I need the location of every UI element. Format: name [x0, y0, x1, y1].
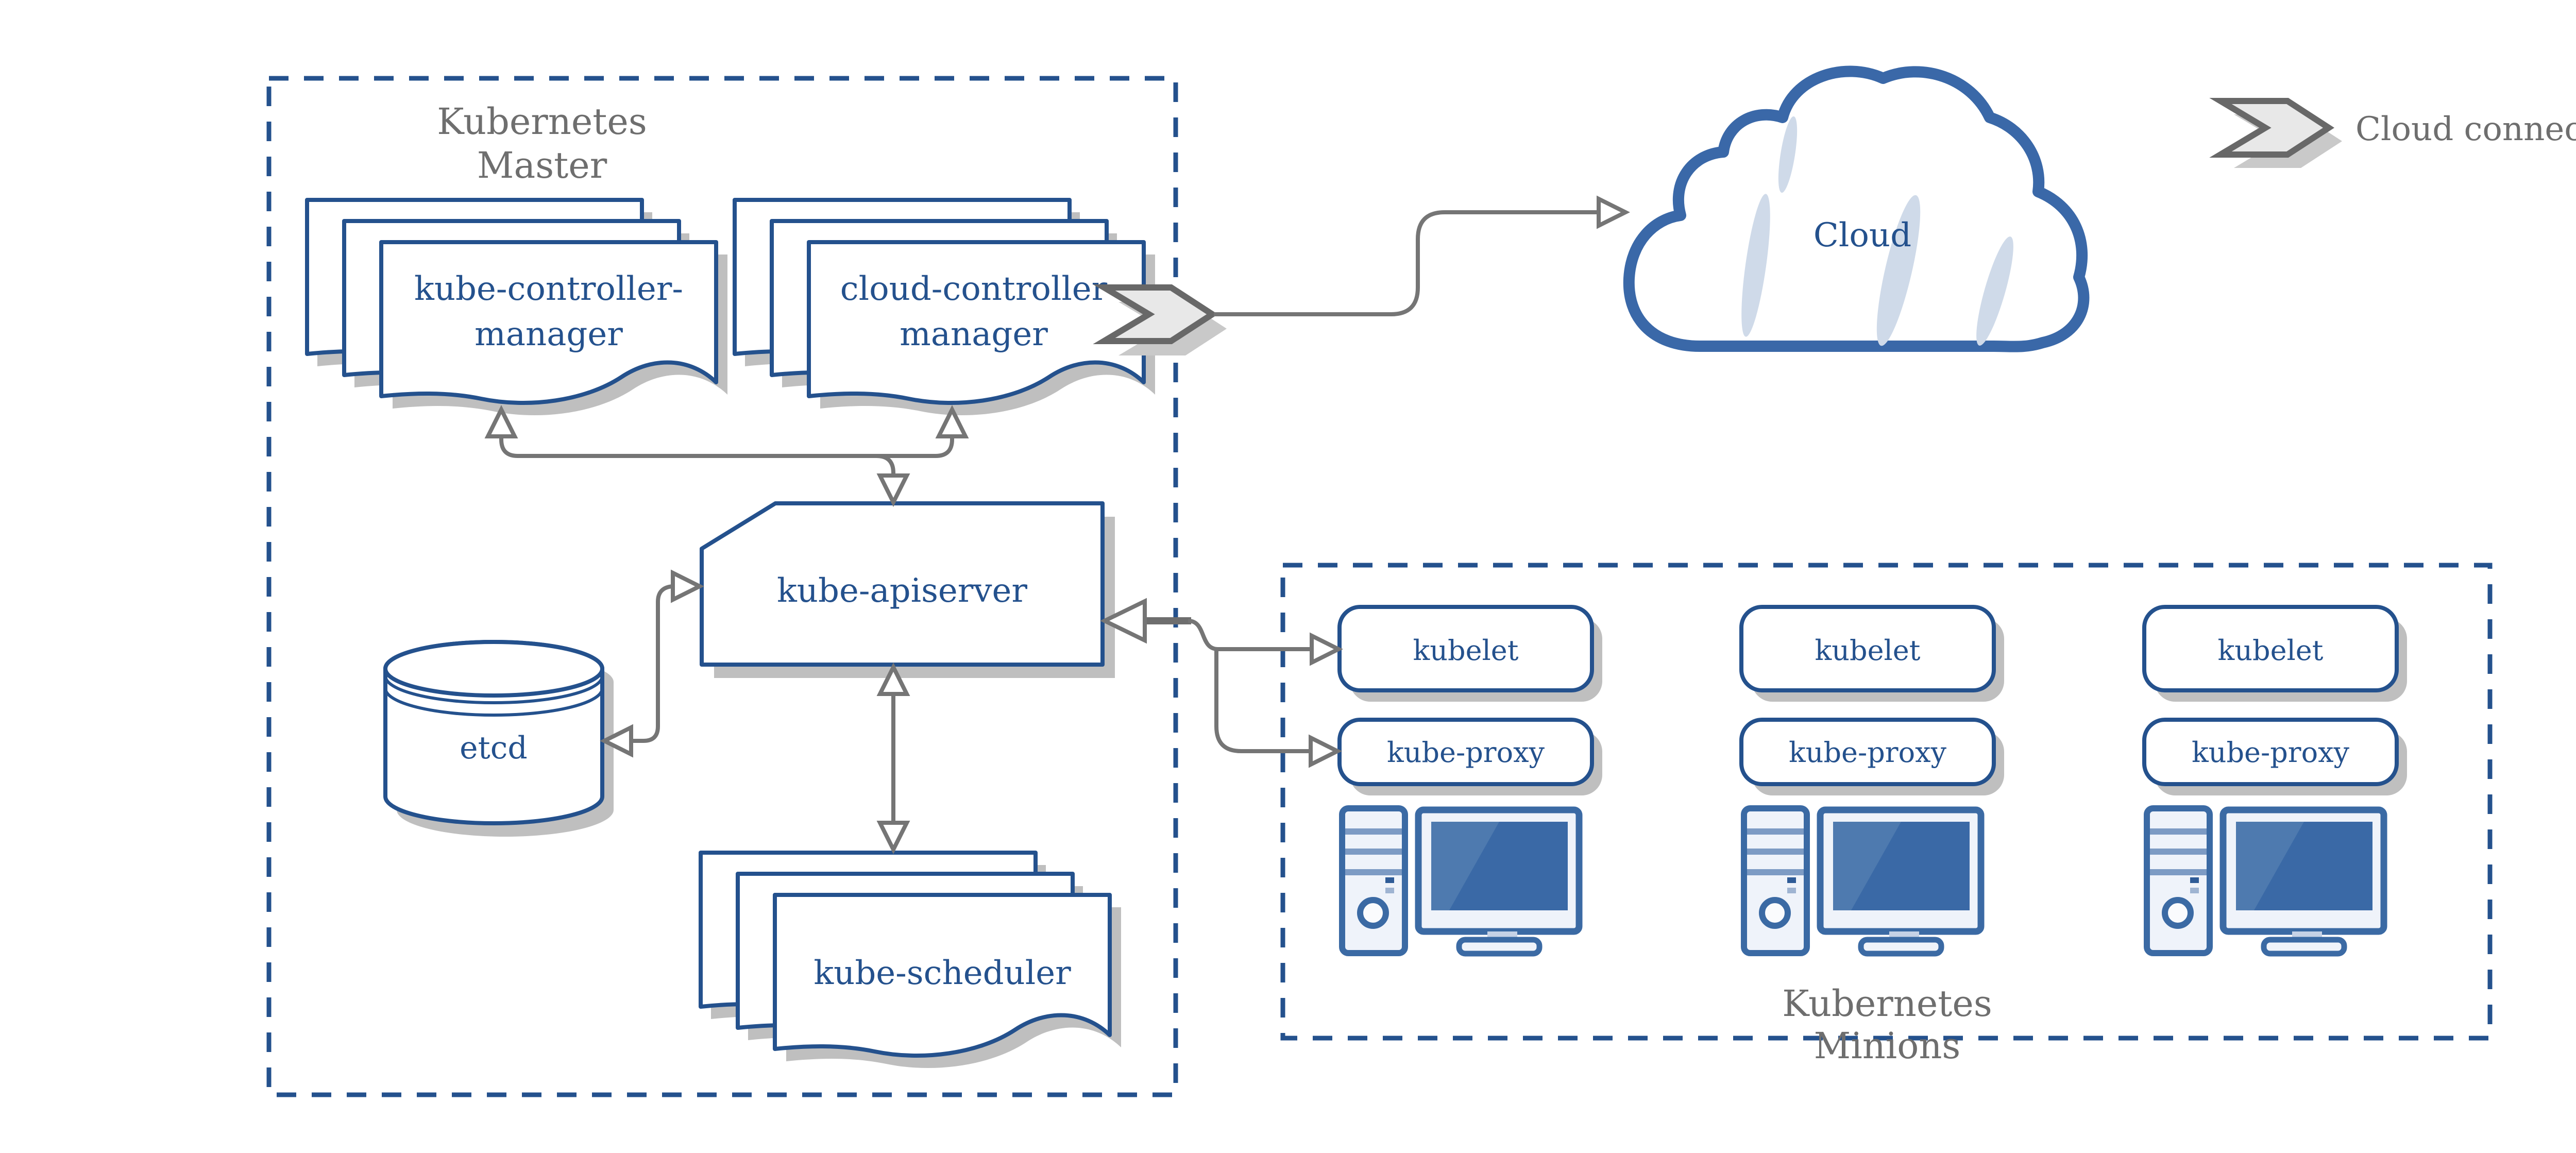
cloud-slash-1 [1778, 116, 1798, 193]
arrow-apiserver-to-minions [1105, 601, 1338, 765]
cylinder-rim-1 [384, 675, 604, 704]
arrow-apiserver-to-controller-managers [488, 410, 965, 502]
cloud-shape: Cloud [1623, 65, 2090, 352]
cloud-slash-3 [1876, 195, 1921, 346]
kubernetes-minions-boundary [1280, 563, 2493, 1041]
arrowhead-right-icon [1312, 636, 1338, 663]
monitor-base [1456, 937, 1543, 957]
tower-stripe [1345, 849, 1402, 855]
cylinder-rim-2 [384, 688, 604, 717]
kubernetes-minions-label-line2: Minions [1814, 1025, 1961, 1067]
computer-icon [1744, 808, 1981, 954]
computer-icon [2147, 808, 2384, 954]
kubernetes-master-label-line1: Kubernetes [437, 100, 647, 143]
kube-apiserver-label: kube-apiserver [777, 572, 1027, 610]
tower-chip [1385, 877, 1394, 883]
kube-proxy-label: kube-proxy [1387, 736, 1545, 769]
arrowhead-down-icon [880, 476, 907, 502]
kubelet-label: kubelet [1815, 634, 1921, 667]
computer-icon [1339, 805, 1583, 957]
kubernetes-minions-label-line1: Kubernetes [1782, 982, 1992, 1025]
cylinder-top [383, 640, 604, 698]
kubernetes-master-boundary [266, 76, 1178, 1097]
cloud-slash-2 [1741, 194, 1770, 337]
minion-node-3: kubelet kube-proxy [2142, 605, 2407, 795]
etcd-label: etcd [460, 730, 528, 766]
kube-controller-manager-label-line1: kube-controller- [414, 270, 683, 308]
arrowhead-down-icon [880, 823, 907, 850]
screen-highlight [1431, 822, 1499, 910]
kube-proxy-label: kube-proxy [1789, 736, 1947, 769]
kube-proxy-label: kube-proxy [2192, 736, 2350, 769]
tower-chip [1385, 888, 1394, 893]
arrowhead-right-icon [1599, 199, 1625, 226]
cloud-controller-manager-docs: cloud-controller manager [735, 200, 1155, 416]
arrow-apiserver-to-scheduler [880, 667, 907, 850]
kube-proxy-box [1739, 718, 1996, 786]
kube-scheduler-docs: kube-scheduler [701, 853, 1121, 1069]
minion-node-1: kubelet kube-proxy [1337, 605, 1602, 795]
kube-controller-manager-label-line2: manager [474, 315, 623, 353]
etcd-database: etcd [383, 640, 614, 837]
kubernetes-master-label-line2: Master [477, 144, 607, 186]
arrow-apiserver-to-etcd [604, 573, 700, 754]
arrow-connector-to-cloud [1214, 199, 1625, 316]
kube-apiserver-box: kube-apiserver [700, 501, 1115, 678]
legend-chevron-icon [2221, 101, 2342, 168]
kubelet-label: kubelet [2218, 634, 2324, 667]
cloud-slash-4 [1976, 236, 2013, 346]
kubelet-box [1739, 605, 1996, 692]
cloud-controller-manager-label-line2: manager [900, 315, 1048, 353]
cloud-controller-manager-label-line1: cloud-controller [840, 270, 1108, 308]
power-button-icon [1357, 897, 1389, 929]
kubelet-box [2142, 605, 2399, 692]
kube-controller-manager-docs: kube-controller- manager [307, 200, 727, 416]
kube-scheduler-label: kube-scheduler [814, 954, 1071, 992]
arrowhead-right-icon [673, 573, 700, 600]
cloud-label: Cloud [1814, 216, 1911, 255]
arrowhead-right-icon [1311, 738, 1337, 765]
tower-stripe [1345, 828, 1402, 835]
minion-node-2: kubelet kube-proxy [1739, 605, 2004, 795]
kubelet-label: kubelet [1413, 634, 1519, 667]
legend-cloud-connector: Cloud connector [2221, 101, 2576, 168]
cloud-icon [1623, 65, 2090, 352]
tower-stripe [1345, 869, 1402, 875]
kube-proxy-box [1337, 718, 1594, 786]
legend-cloud-connector-label: Cloud connector [2355, 110, 2576, 148]
kube-proxy-box [2142, 718, 2399, 786]
